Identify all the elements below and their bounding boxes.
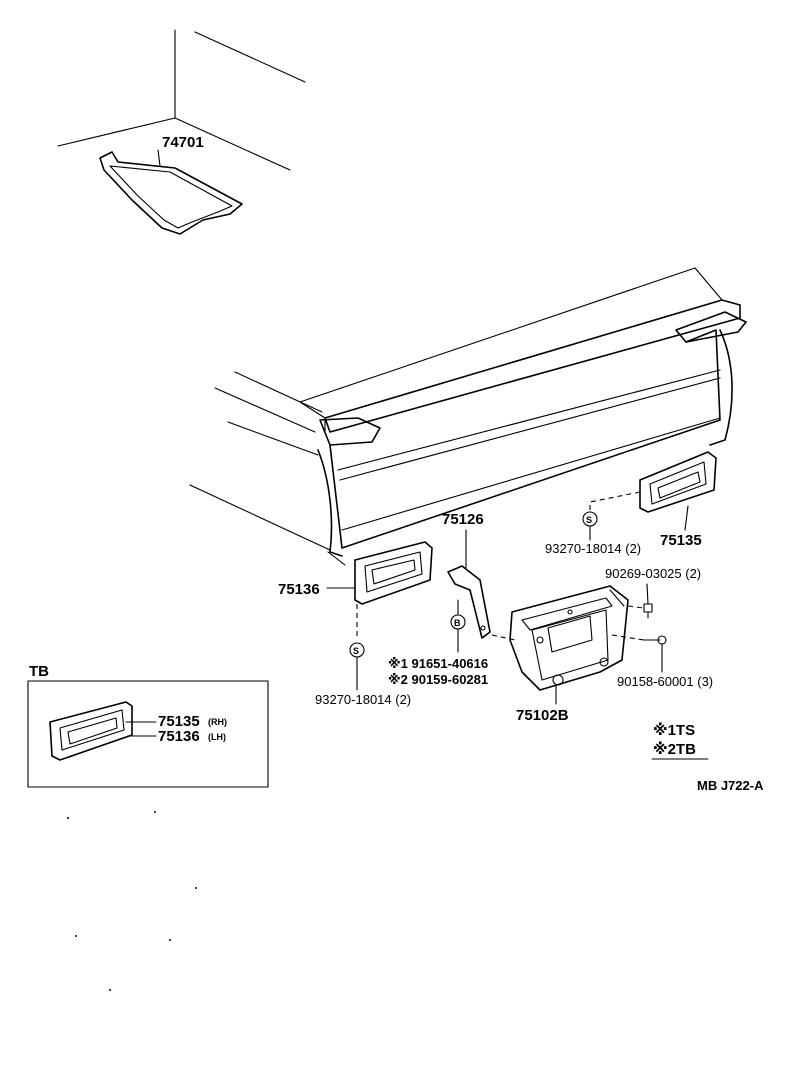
- part-label-75135: 75135: [660, 532, 702, 549]
- note-2-part: ※2 90159-60281: [388, 672, 488, 687]
- inset-rh-part: 75135: [158, 713, 200, 730]
- inset-tb: TB 75135 (RH) 75136 (LH): [27, 663, 269, 788]
- b-symbol: B: [454, 618, 461, 628]
- part-label-75136: 75136: [278, 581, 320, 598]
- bolt-b-symbol: [450, 614, 466, 630]
- legend-tb: ※2TB: [653, 740, 696, 758]
- part-label-screw-right: 93270-18014 (2): [545, 541, 641, 556]
- s-symbol-right: S: [586, 515, 592, 525]
- bed-corner-outline: [57, 29, 306, 171]
- screw-s-symbol-left: [349, 642, 365, 658]
- license-lamp-lens-75136: [354, 541, 433, 605]
- inset-rh-side: (RH): [208, 717, 227, 727]
- bolt-90269-icon: [643, 603, 653, 619]
- inset-lamp-lens: [49, 701, 133, 761]
- scan-noise: [67, 811, 197, 991]
- weatherstrip-74701: [99, 149, 243, 235]
- license-lamp-lens-75135: [639, 451, 717, 513]
- part-label-74701: 74701: [162, 134, 204, 151]
- inset-title: TB: [29, 663, 49, 680]
- inset-lh-part: 75136: [158, 728, 200, 745]
- screw-s-symbol-right: [582, 511, 598, 527]
- part-label-75102B: 75102B: [516, 707, 569, 724]
- part-label-bolt-lower: 90158-60001 (3): [617, 674, 713, 689]
- bracket-75126: [447, 565, 491, 639]
- inset-lh-side: (LH): [208, 732, 226, 742]
- note-1-part: ※1 91651-40616: [388, 656, 488, 671]
- part-label-screw-left: 93270-18014 (2): [315, 692, 411, 707]
- s-symbol-left: S: [353, 646, 359, 656]
- inset-frame: [27, 680, 269, 788]
- license-plate-lamp-housing-75102B: [509, 585, 629, 691]
- part-label-75126: 75126: [442, 511, 484, 528]
- tailgate-panel: [189, 267, 747, 566]
- reference-code: MB J722-A: [697, 778, 764, 793]
- part-label-bolt-upper: 90269-03025 (2): [605, 566, 701, 581]
- bolt-90158-icon: [643, 635, 667, 645]
- legend-ts: ※1TS: [653, 721, 695, 739]
